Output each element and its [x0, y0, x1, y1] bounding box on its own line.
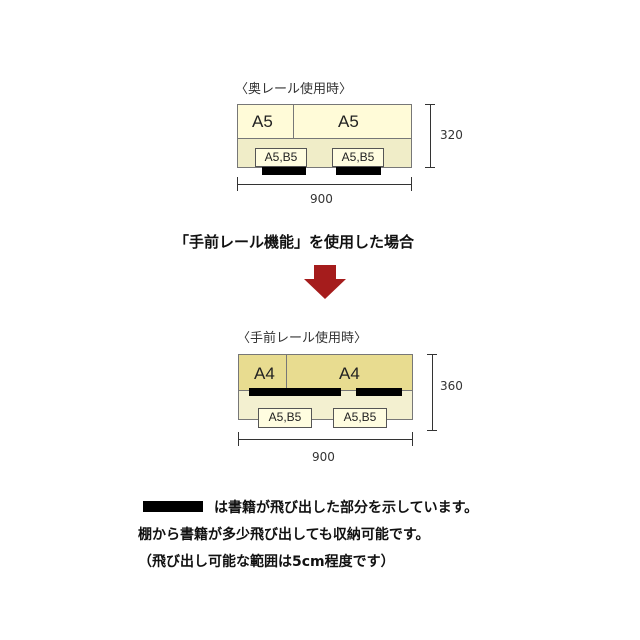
down-arrow-icon — [304, 265, 346, 299]
bottom-caption: 〈手前レール使用時〉 — [237, 331, 368, 346]
bottom-slot-divider — [286, 355, 287, 390]
bottom-slot-right-label: A4 — [339, 364, 360, 383]
top-width-label: 900 — [310, 192, 333, 206]
top-width-tick-right — [411, 177, 412, 191]
top-caption: 〈奥レール使用時〉 — [235, 82, 353, 97]
top-protrusion-bar-left — [262, 167, 306, 175]
top-slot-divider — [293, 105, 294, 138]
top-back-rail — [238, 105, 411, 139]
top-protrusion-bar-right — [336, 167, 381, 175]
note-line-2: 棚から書籍が多少飛び出しても収納可能です。 — [138, 527, 430, 543]
bottom-front-book-right: A5,B5 — [333, 408, 387, 428]
top-height-label: 320 — [440, 128, 463, 142]
bottom-protrusion-bar-right — [356, 388, 402, 396]
note-line-3: （飛び出し可能な範囲は5cm程度です） — [138, 554, 395, 570]
note-line-1: は書籍が飛び出した部分を示しています。 — [214, 500, 479, 516]
bottom-front-book-left: A5,B5 — [258, 408, 312, 428]
top-front-book-right: A5,B5 — [332, 148, 384, 167]
top-width-line — [237, 184, 412, 185]
function-heading: 「手前レール機能」を使用した場合 — [174, 233, 415, 251]
top-slot-left-label: A5 — [252, 112, 273, 131]
bottom-height-label: 360 — [440, 379, 463, 393]
bottom-slot-left-label: A4 — [254, 364, 275, 383]
bottom-width-label: 900 — [312, 450, 335, 464]
top-height-tick-bottom — [425, 167, 435, 168]
bottom-height-line — [432, 354, 433, 431]
bottom-height-tick-bottom — [427, 430, 437, 431]
top-slot-right-label: A5 — [338, 112, 359, 131]
top-front-book-left: A5,B5 — [255, 148, 307, 167]
bottom-width-tick-right — [412, 432, 413, 446]
legend-black-bar — [143, 501, 203, 512]
bottom-protrusion-bar-left — [249, 388, 341, 396]
bottom-width-line — [238, 439, 413, 440]
top-height-line — [430, 104, 431, 168]
bottom-back-rail — [239, 355, 412, 391]
